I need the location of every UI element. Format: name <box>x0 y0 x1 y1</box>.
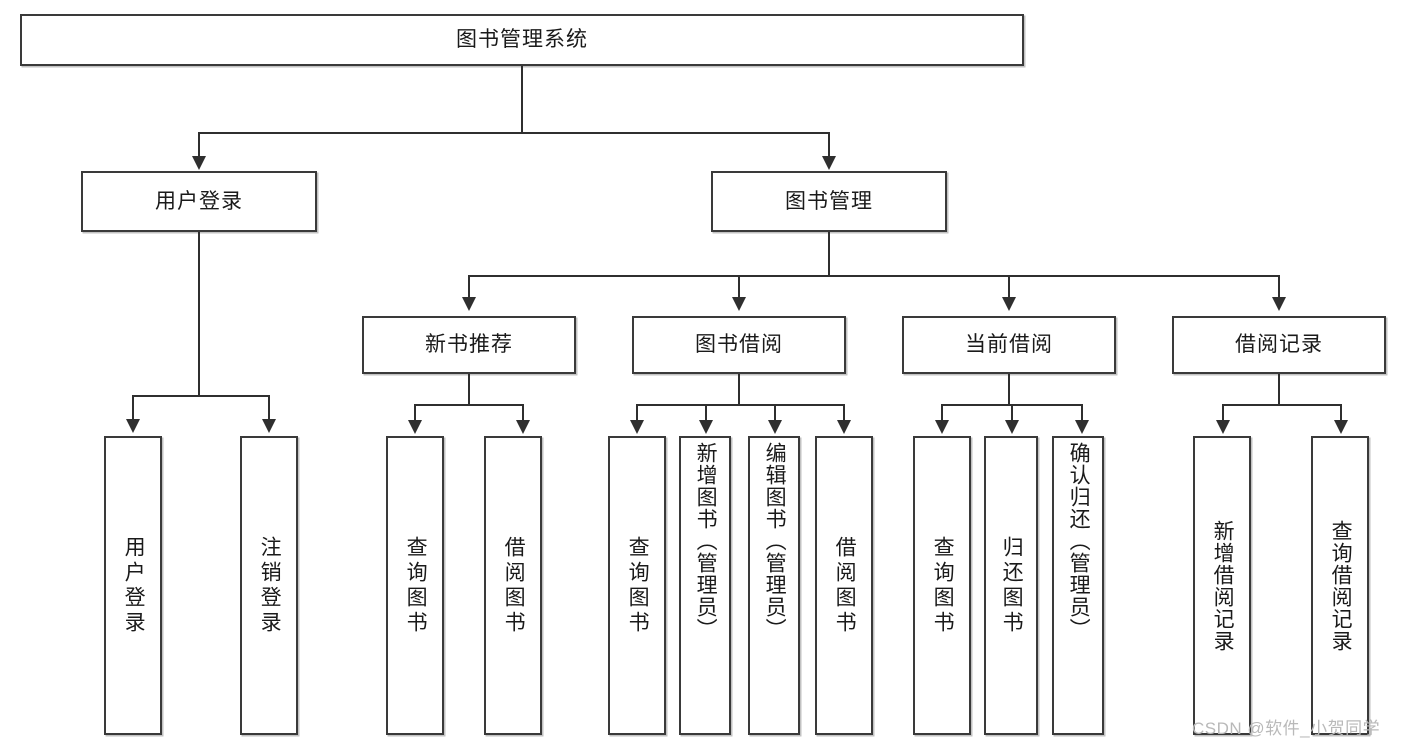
node-user-login[interactable]: 用户登录 <box>81 171 317 232</box>
arrow-user-login-leaf1 <box>126 419 140 433</box>
leaf-query-books-recommend[interactable]: 查询图书 <box>386 436 444 735</box>
node-label: 新增图书（管理员） <box>694 442 718 640</box>
connector-borrow-record-leaf1 <box>1222 404 1225 422</box>
arrow-current-borrow-leaf2 <box>1005 420 1019 434</box>
connector-new-book-leaf1 <box>414 404 417 422</box>
node-label: 查询借阅记录 <box>1329 519 1353 652</box>
node-label: 确认归还（管理员） <box>1067 442 1091 640</box>
arrow-new-book-leaf1 <box>408 420 422 434</box>
connector-current-borrow-leaf3 <box>1081 404 1084 422</box>
node-label: 编辑图书（管理员） <box>763 442 787 640</box>
arrow-to-new-book <box>462 297 476 311</box>
node-book-borrow[interactable]: 图书借阅 <box>632 316 846 374</box>
node-label: 用户登录 <box>122 535 146 636</box>
leaf-return-books[interactable]: 归还图书 <box>984 436 1038 735</box>
connector-borrow-record-leaf2 <box>1340 404 1343 422</box>
leaf-query-borrow-record[interactable]: 查询借阅记录 <box>1311 436 1369 735</box>
connector-current-borrow-leaf2 <box>1011 404 1014 422</box>
connector-current-borrow-stem <box>1008 374 1011 404</box>
node-label: 图书管理 <box>785 189 873 213</box>
arrow-current-borrow-leaf3 <box>1075 420 1089 434</box>
arrow-to-borrow-record <box>1272 297 1286 311</box>
node-book-management[interactable]: 图书管理 <box>711 171 947 232</box>
connector-level3-bus <box>468 275 1280 278</box>
connector-book-borrow-leaf4 <box>843 404 846 422</box>
arrow-to-book-management <box>822 156 836 170</box>
connector-user-login-bus <box>132 395 270 398</box>
node-label: 注销登录 <box>258 535 282 636</box>
node-new-book-recommend[interactable]: 新书推荐 <box>362 316 576 374</box>
connector-new-book-leaf2 <box>522 404 525 422</box>
arrow-new-book-leaf2 <box>516 420 530 434</box>
connector-level2-bus <box>198 132 830 135</box>
node-current-borrow[interactable]: 当前借阅 <box>902 316 1116 374</box>
connector-borrow-record-bus <box>1222 404 1342 407</box>
arrow-book-borrow-leaf4 <box>837 420 851 434</box>
connector-book-borrow-leaf3 <box>774 404 777 422</box>
node-label: 新书推荐 <box>425 333 513 357</box>
connector-book-management-stem <box>828 232 831 275</box>
leaf-confirm-return-admin[interactable]: 确认归还（管理员） <box>1052 436 1104 735</box>
connector-book-borrow-leaf2 <box>705 404 708 422</box>
leaf-add-book-admin[interactable]: 新增图书（管理员） <box>679 436 731 735</box>
leaf-query-books-current[interactable]: 查询图书 <box>913 436 971 735</box>
node-label: 借阅图书 <box>502 535 526 636</box>
arrow-user-login-leaf2 <box>262 419 276 433</box>
connector-to-book-management <box>828 132 831 160</box>
connector-user-login-leaf2 <box>268 395 271 421</box>
node-label: 图书借阅 <box>695 333 783 357</box>
node-label: 查询图书 <box>931 535 955 636</box>
connector-to-current-borrow <box>1008 275 1011 301</box>
arrow-to-user-login <box>192 156 206 170</box>
arrow-book-borrow-leaf2 <box>699 420 713 434</box>
connector-borrow-record-stem <box>1278 374 1281 404</box>
leaf-borrow-books-recommend[interactable]: 借阅图书 <box>484 436 542 735</box>
node-label: 查询图书 <box>626 535 650 636</box>
node-label: 图书管理系统 <box>456 28 588 52</box>
connector-user-login-stem <box>198 232 201 395</box>
leaf-query-books-borrow[interactable]: 查询图书 <box>608 436 666 735</box>
connector-book-borrow-bus <box>636 404 844 407</box>
leaf-user-login[interactable]: 用户登录 <box>104 436 162 735</box>
connector-user-login-leaf1 <box>132 395 135 421</box>
arrow-current-borrow-leaf1 <box>935 420 949 434</box>
leaf-borrow-books[interactable]: 借阅图书 <box>815 436 873 735</box>
connector-book-borrow-leaf1 <box>636 404 639 422</box>
watermark: CSDN @软件_小贺同学 <box>1192 719 1381 738</box>
arrow-to-book-borrow <box>732 297 746 311</box>
node-label: 借阅记录 <box>1235 333 1323 357</box>
connector-new-book-stem <box>468 374 471 404</box>
connector-to-borrow-record <box>1278 275 1281 301</box>
connector-book-borrow-stem <box>738 374 741 404</box>
node-label: 借阅图书 <box>833 535 857 636</box>
arrow-borrow-record-leaf2 <box>1334 420 1348 434</box>
node-label: 归还图书 <box>1000 535 1024 636</box>
node-label: 查询图书 <box>404 535 428 636</box>
arrow-book-borrow-leaf1 <box>630 420 644 434</box>
leaf-logout[interactable]: 注销登录 <box>240 436 298 735</box>
node-label: 新增借阅记录 <box>1211 519 1235 652</box>
node-borrow-record[interactable]: 借阅记录 <box>1172 316 1386 374</box>
node-label: 当前借阅 <box>965 333 1053 357</box>
connector-to-book-borrow <box>738 275 741 301</box>
leaf-add-borrow-record[interactable]: 新增借阅记录 <box>1193 436 1251 735</box>
arrow-book-borrow-leaf3 <box>768 420 782 434</box>
connector-new-book-bus <box>414 404 524 407</box>
connector-current-borrow-leaf1 <box>941 404 944 422</box>
arrow-borrow-record-leaf1 <box>1216 420 1230 434</box>
arrow-to-current-borrow <box>1002 297 1016 311</box>
connector-to-user-login <box>198 132 201 160</box>
connector-to-new-book <box>468 275 471 301</box>
node-label: 用户登录 <box>155 189 243 213</box>
node-root-book-management-system[interactable]: 图书管理系统 <box>20 14 1024 66</box>
connector-root-stem <box>521 66 524 132</box>
leaf-edit-book-admin[interactable]: 编辑图书（管理员） <box>748 436 800 735</box>
